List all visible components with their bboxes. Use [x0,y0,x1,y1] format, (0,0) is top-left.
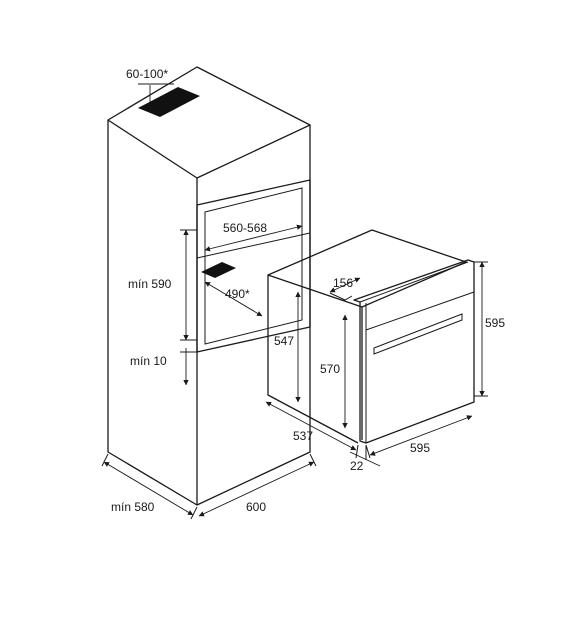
oven-side-height-label: 570 [320,362,340,376]
dimension-lines [101,83,488,520]
vent-gap-label: 60-100* [126,67,168,81]
oven-body-height-label: 547 [274,334,294,348]
base-gap-label: mín 10 [130,354,167,368]
top-vent-slot [138,87,200,117]
oven-panel-top-edge [359,261,469,303]
niche-width-label: 560-568 [223,221,267,235]
cabinet-width-dim-line [198,461,315,517]
oven-door-thickness-dim-line [349,451,381,467]
cabinet-depth-label: mín 580 [111,500,155,514]
oven-front-width-label: 595 [410,441,430,455]
oven-body-top [267,229,467,308]
cabinet-depth-ext-b [190,506,198,520]
niche-opening [196,179,311,353]
cabinet-depth-ext-a [101,453,109,467]
oven-front-height-label: 595 [485,316,505,330]
oven-body-depth-label: 537 [293,429,313,443]
cabinet-width-ext [309,453,317,467]
oven [267,229,475,444]
oven-body-depth-dim-line [265,401,357,451]
oven-door-thickness-label: 22 [350,459,364,473]
oven-front-depth-label: 156 [333,276,353,290]
niche-shelf-edge [196,232,311,259]
niche-height-label: mín 590 [128,277,172,291]
cabinet-outline [107,120,311,506]
niche-width-dim-line [204,224,303,252]
cabinet-width-label: 600 [246,500,266,514]
oven-front-notch [329,292,353,301]
oven-front-width-ext [365,444,371,459]
niche-vent-slot [201,262,236,278]
vent-depth-label: 490* [225,287,250,301]
cabinet-depth-dim-line [103,461,194,516]
oven-panel-divider [365,291,475,331]
oven-door-ext-a [355,444,359,459]
oven-front-panel [353,259,475,444]
oven-door-handle [373,313,463,355]
dimension-labels: 60-100* 560-568 mín 590 490* mín 10 mín … [111,67,505,514]
oven-front-depth-dim-line [329,277,361,293]
vent-depth-dim-line [204,281,263,317]
oven-front-width-dim-line [369,415,473,456]
